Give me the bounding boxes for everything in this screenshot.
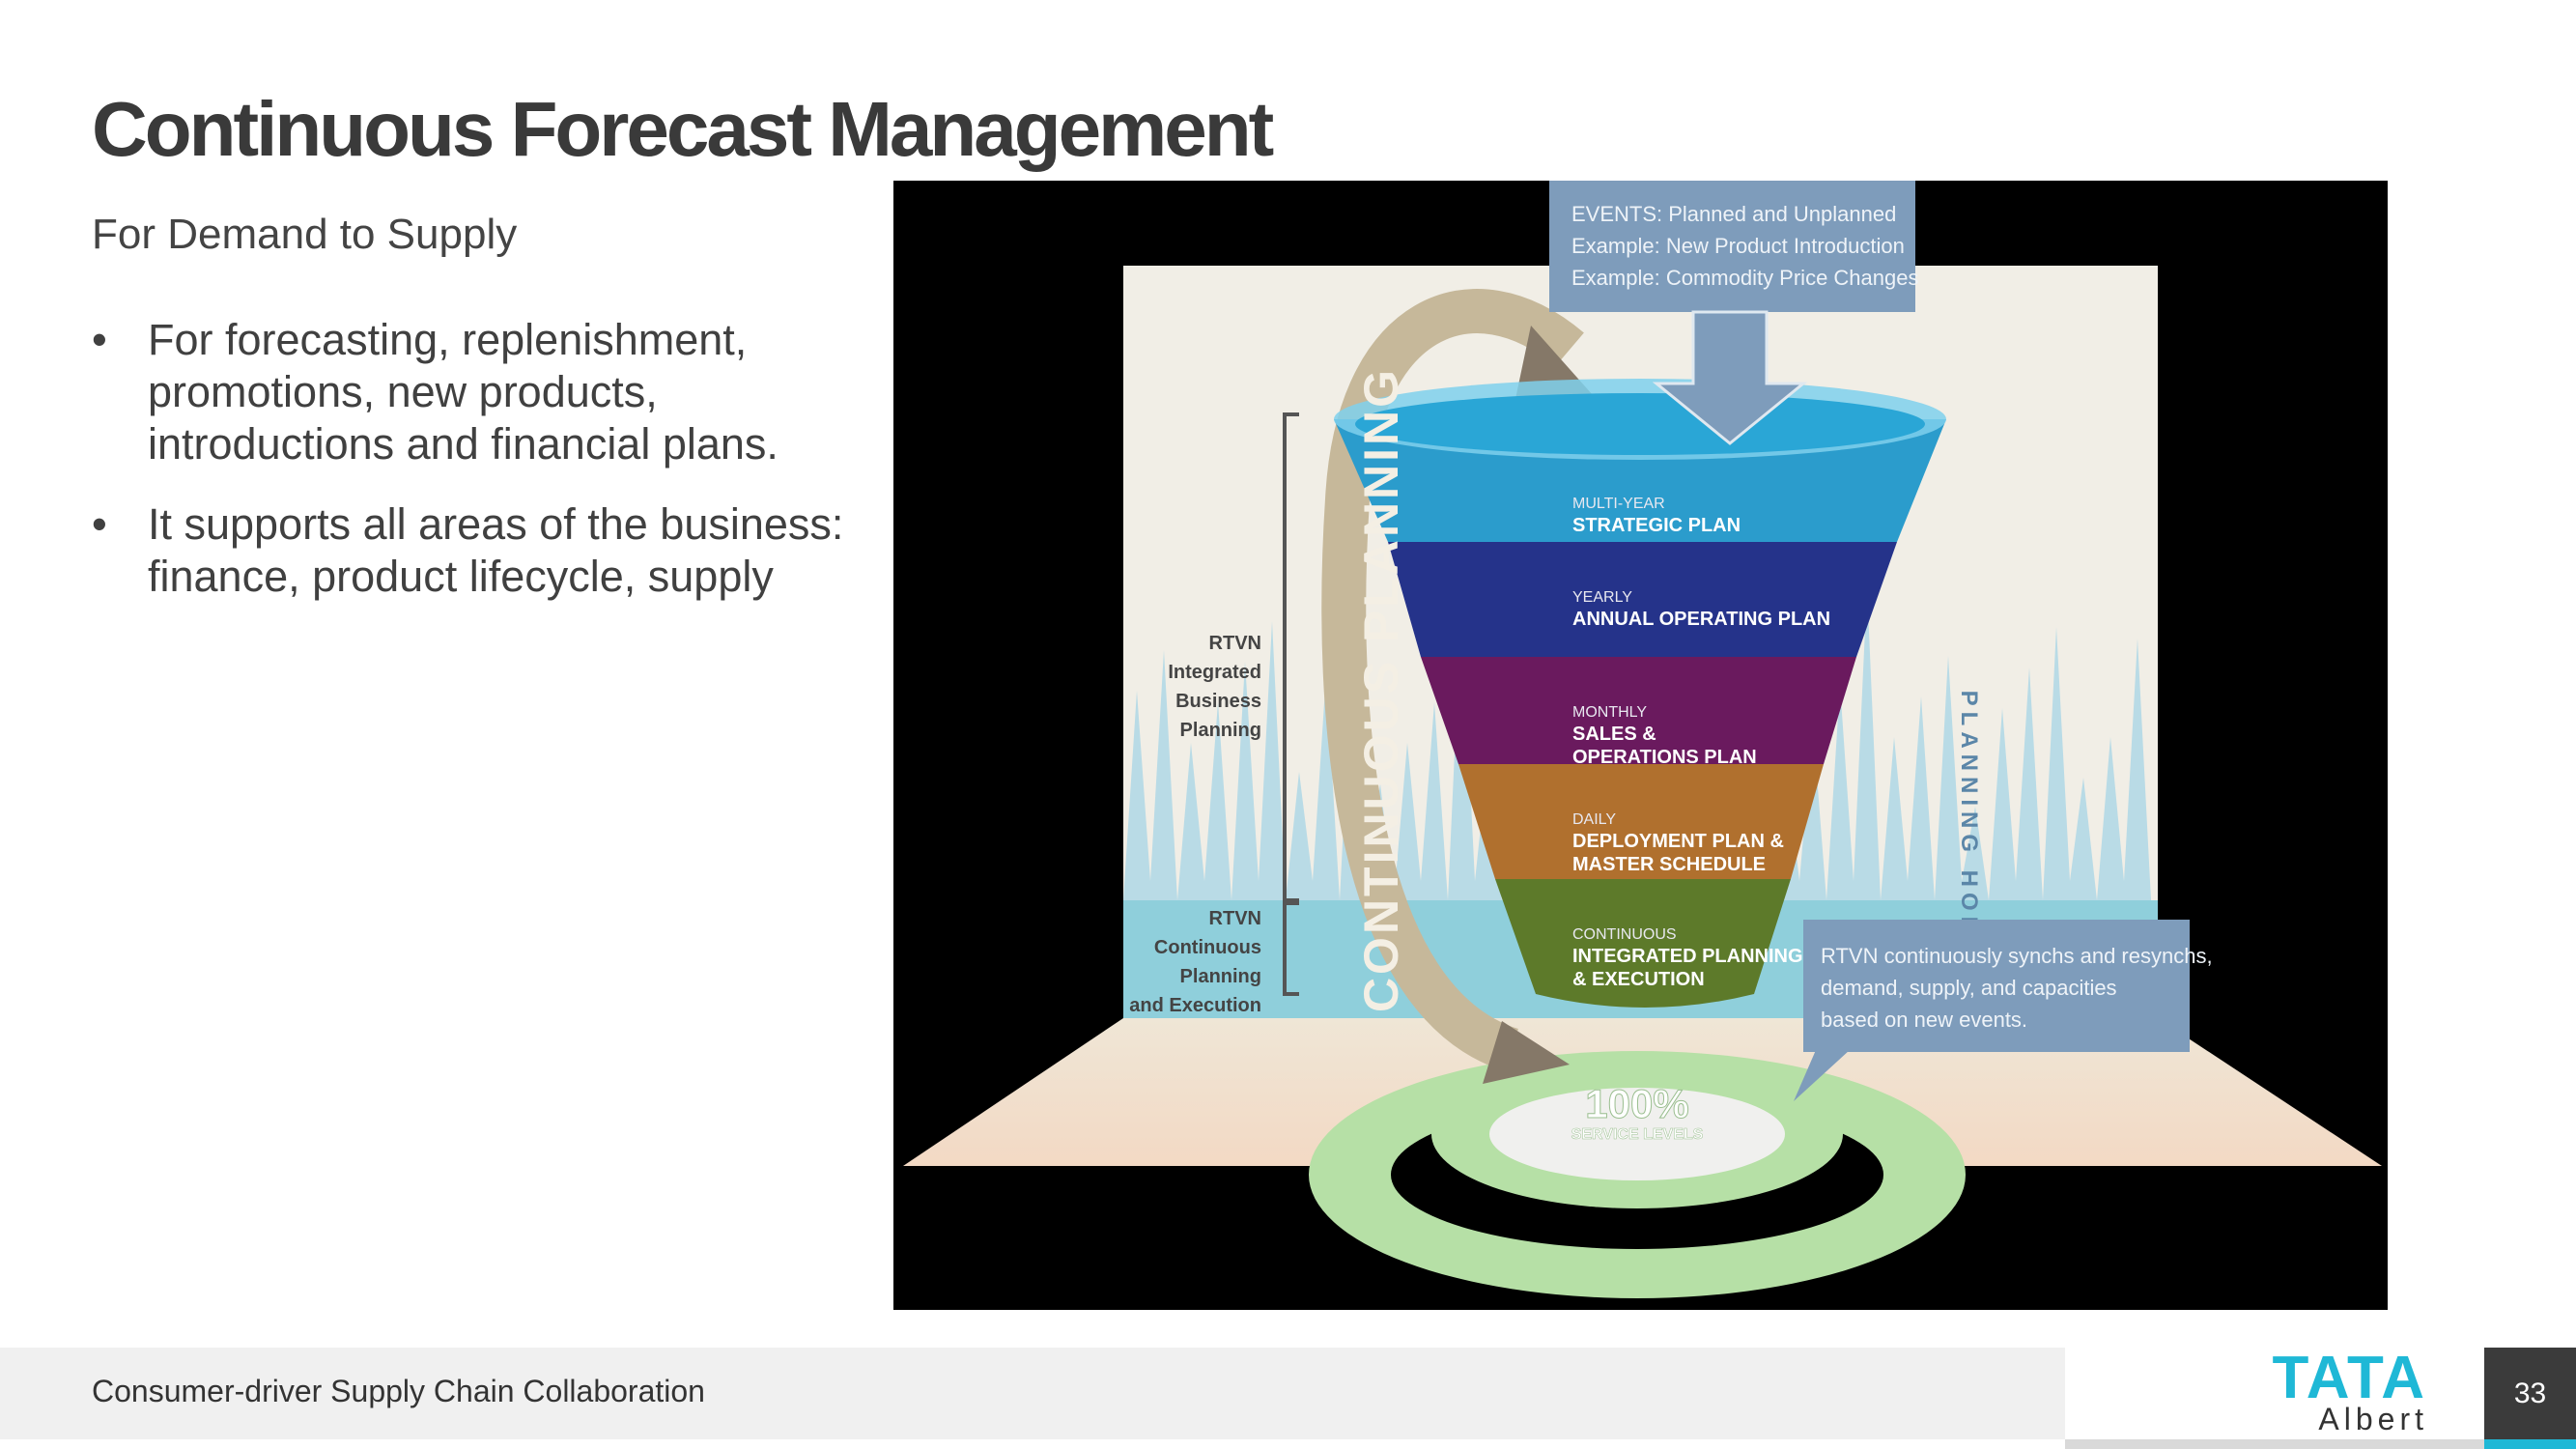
funnel-band-label: SALES &	[1572, 724, 1656, 745]
funnel-band	[1388, 542, 1897, 670]
logo-main: TATA	[2272, 1345, 2426, 1411]
footer-text: Consumer-driver Supply Chain Collaborati…	[92, 1374, 705, 1408]
bullet-list: • For forecasting, replenishment, promoti…	[92, 314, 864, 631]
continuous-planning-arrow	[1321, 289, 1584, 1071]
funnel-band	[1421, 657, 1856, 778]
service-rings	[1309, 1051, 1966, 1298]
funnel-band-label: & EXECUTION	[1572, 969, 1705, 990]
funnel-band-small-label: MULTI-YEAR	[1572, 496, 1665, 512]
footer-bar: Consumer-driver Supply Chain Collaborati…	[0, 1348, 2065, 1439]
side-label-line: RTVN	[1209, 908, 1261, 929]
funnel-band-label: OPERATIONS PLAN	[1572, 747, 1757, 768]
funnel-band-small-label: CONTINUOUS	[1572, 926, 1677, 943]
side-label-line: Continuous	[1154, 937, 1261, 958]
slide-subtitle: For Demand to Supply	[92, 211, 518, 258]
funnel-band-label: ANNUAL OPERATING PLAN	[1572, 609, 1830, 630]
funnel-band-small-label: DAILY	[1572, 811, 1616, 828]
funnel-band	[1458, 764, 1824, 893]
bullet-text: For forecasting, replenishment, promotio…	[148, 315, 778, 469]
side-label-line: and Execution	[1129, 995, 1261, 1016]
side-label-line: Planning	[1180, 966, 1261, 987]
bullet-icon: •	[92, 499, 107, 549]
slide-title: Continuous Forecast Management	[92, 86, 1274, 172]
page-number: 33	[2484, 1348, 2576, 1439]
funnel-band-label: INTEGRATED PLANNING	[1572, 946, 1803, 967]
logo-sub: Albert	[2318, 1402, 2428, 1436]
logo-strip	[2065, 1439, 2484, 1449]
service-label: SERVICE LEVELS	[1571, 1126, 1704, 1143]
callout-line: demand, supply, and capacities	[1821, 976, 2117, 1000]
continuous-planning-label: CONTINUOUS PLANNING	[1354, 367, 1408, 1012]
events-box	[1549, 181, 1915, 312]
planning-funnel-diagram: 100% SERVICE LEVELS MULTI-YEAR STRATEGIC …	[893, 181, 2388, 1310]
events-down-arrow-icon	[1652, 310, 1808, 445]
side-label-line: Integrated	[1168, 662, 1261, 683]
events-line: EVENTS: Planned and Unplanned	[1571, 202, 1896, 226]
funnel-band	[1495, 879, 1791, 1008]
callout-pointer	[1794, 1050, 1850, 1101]
service-percent: 100%	[1585, 1081, 1688, 1126]
funnel-inner	[1355, 393, 1925, 455]
funnel-band-label: DEPLOYMENT PLAN &	[1572, 831, 1784, 852]
side-label-line: Business	[1175, 691, 1261, 712]
callout-line: based on new events.	[1821, 1008, 2027, 1032]
bullet-icon: •	[92, 315, 107, 364]
funnel-band-small-label: MONTHLY	[1572, 704, 1647, 721]
callout-line: RTVN continuously synchs and resynchs,	[1821, 944, 2213, 968]
tata-albert-logo: TATA Albert	[2065, 1348, 2484, 1439]
side-label-line: RTVN	[1209, 633, 1261, 654]
arrowhead-bottom-icon	[1483, 1021, 1570, 1084]
page-number-strip	[2484, 1439, 2576, 1449]
funnel-band-label: MASTER SCHEDULE	[1572, 854, 1766, 875]
side-label-line: Planning	[1180, 720, 1261, 741]
events-line: Example: Commodity Price Changes	[1571, 266, 1918, 290]
events-line: Example: New Product Introduction	[1571, 234, 1905, 258]
bullet-text: It supports all areas of the business: f…	[148, 499, 844, 601]
funnel-band-small-label: YEARLY	[1572, 589, 1632, 606]
callout-box	[1803, 920, 2190, 1052]
bullet-item: • It supports all areas of the business: …	[92, 498, 864, 603]
bracket-integrated	[1283, 412, 1299, 902]
funnel: MULTI-YEAR STRATEGIC PLAN YEARLY ANNUAL OPE…	[1334, 419, 1946, 1008]
bracket-continuous	[1283, 901, 1299, 996]
funnel-band-label: STRATEGIC PLAN	[1572, 515, 1741, 536]
bullet-item: • For forecasting, replenishment, promoti…	[92, 314, 864, 470]
